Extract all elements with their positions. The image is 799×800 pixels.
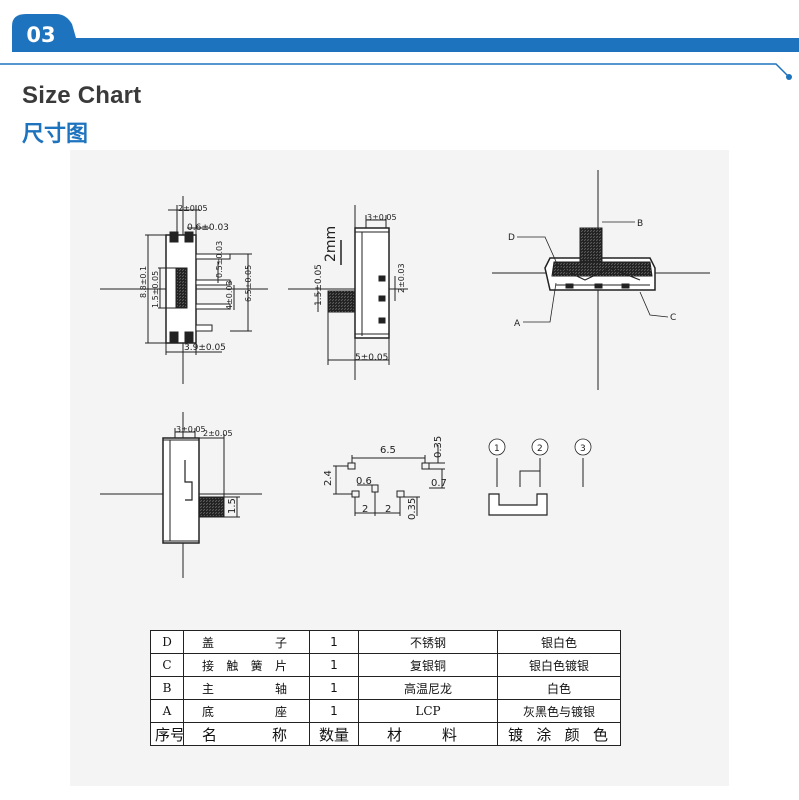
side-dim-1: 2±0.05 xyxy=(178,204,208,213)
side-dim-6: 1.5±0.05 xyxy=(151,271,160,308)
end-view: 3±0.05 2±0.05 1.5 xyxy=(100,412,262,578)
section-label-a: A xyxy=(514,319,521,329)
part-qty: 1 xyxy=(309,676,359,700)
part-name: 接触簧片 xyxy=(183,653,310,677)
part-qty: 1 xyxy=(309,699,359,723)
section-view: D B A C xyxy=(492,170,710,390)
end-dim-2: 2±0.05 xyxy=(203,429,233,438)
side-dim-8: 3.9±0.05 xyxy=(184,343,226,353)
part-qty: 1 xyxy=(309,630,359,654)
header-plating: 镀涂颜色 xyxy=(497,722,621,746)
spec-table: D 盖子 1 不锈钢 银白色 C 接触簧片 1 复银铜 银白色镀银 B 主轴 1… xyxy=(150,630,621,746)
pcb-dim-1: 6.5 xyxy=(380,445,396,456)
table-row: D 盖子 1 不锈钢 银白色 xyxy=(150,630,621,654)
front-dim-1: 3±0.05 xyxy=(367,213,397,222)
header-dot xyxy=(786,74,792,80)
pcb-dim-3: 2.4 xyxy=(323,470,334,486)
part-plating: 银白色镀银 xyxy=(497,653,621,677)
section-label-b: B xyxy=(637,219,643,229)
part-id: A xyxy=(150,699,184,723)
side-view: 2±0.05 0.6±0.03 0.5±0.03 6.5±0.05 8.8±0.… xyxy=(100,196,268,384)
pcb-dim-6: 2 xyxy=(362,504,368,515)
side-dim-3: 0.5±0.03 xyxy=(215,241,224,278)
title-english: Size Chart xyxy=(22,82,142,109)
section-label-c: C xyxy=(670,313,676,323)
pcb-dim-5: 0.7 xyxy=(431,478,447,489)
front-dim-2: 2mm xyxy=(323,226,339,262)
section-number: 03 xyxy=(26,23,56,47)
section-tab xyxy=(12,14,80,52)
table-row: C 接触簧片 1 复银铜 银白色镀银 xyxy=(150,653,621,677)
part-material: 不锈钢 xyxy=(358,630,498,654)
header-qty: 数量 xyxy=(309,722,359,746)
pcb-dim-4: 0.6 xyxy=(356,476,372,487)
part-name: 盖子 xyxy=(183,630,310,654)
pcb-dim-7: 2 xyxy=(385,504,391,515)
pcb-dim-8: 0.35 xyxy=(407,498,418,520)
side-dim-5: 8.8±0.1 xyxy=(139,266,148,298)
part-id: B xyxy=(150,676,184,700)
pin-3-label: 3 xyxy=(580,444,586,454)
part-qty: 1 xyxy=(309,653,359,677)
table-row: A 底座 1 LCP 灰黑色与镀银 xyxy=(150,699,621,723)
part-name: 底座 xyxy=(183,699,310,723)
header-id: 序号 xyxy=(150,722,184,746)
header-name: 名称 xyxy=(183,722,310,746)
part-material: 高温尼龙 xyxy=(358,676,498,700)
part-name: 主轴 xyxy=(183,676,310,700)
front-view: 3±0.05 2mm 2±0.03 1.5±0.05 5±0.05 xyxy=(288,205,408,380)
part-plating: 白色 xyxy=(497,676,621,700)
pcb-dim-2: 0.35 xyxy=(433,436,444,458)
end-dim-1: 3±0.05 xyxy=(176,425,206,434)
part-plating: 银白色 xyxy=(497,630,621,654)
table-row: B 主轴 1 高温尼龙 白色 xyxy=(150,676,621,700)
header-band xyxy=(60,38,799,52)
part-material: LCP xyxy=(358,699,498,723)
pcb-layout: 6.5 0.35 2.4 0.6 0.7 2 2 0.35 xyxy=(323,436,447,520)
part-id: D xyxy=(150,630,184,654)
part-id: C xyxy=(150,653,184,677)
front-dim-3: 2±0.03 xyxy=(397,263,406,293)
front-dim-5: 5±0.05 xyxy=(355,353,388,363)
header-material: 材料 xyxy=(358,722,498,746)
side-dim-7: 4±0.03 xyxy=(225,280,234,310)
section-label-d: D xyxy=(508,233,515,243)
header-bar xyxy=(0,14,799,80)
schematic: 1 2 3 xyxy=(488,438,592,516)
side-dim-2: 0.6±0.03 xyxy=(187,223,229,233)
header-underline xyxy=(0,63,789,77)
part-material: 复银铜 xyxy=(358,653,498,677)
title-chinese: 尺寸图 xyxy=(22,122,89,147)
part-plating: 灰黑色与镀银 xyxy=(497,699,621,723)
front-dim-4: 1.5±0.05 xyxy=(314,264,324,306)
pin-1-label: 1 xyxy=(494,444,500,454)
pin-2-label: 2 xyxy=(537,444,543,454)
side-dim-4: 6.5±0.05 xyxy=(244,265,253,302)
end-dim-3: 1.5 xyxy=(227,498,238,514)
table-header-row: 序号 名称 数量 材料 镀涂颜色 xyxy=(150,722,621,746)
